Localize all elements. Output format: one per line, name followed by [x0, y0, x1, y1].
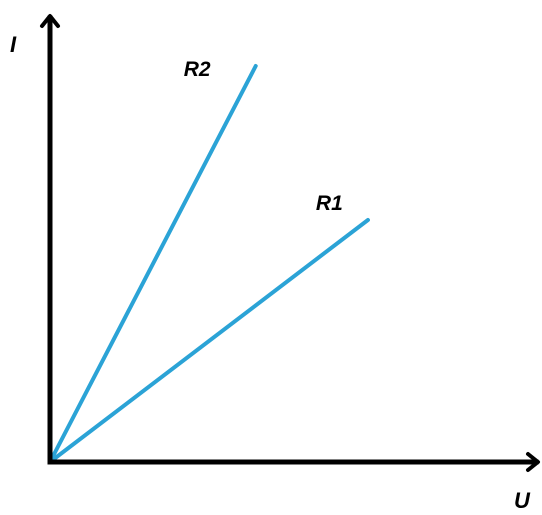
series-line-r2: [48, 64, 258, 464]
series-label-r1: R1: [316, 192, 343, 215]
x-axis-title: U: [514, 488, 531, 513]
series-layer: [48, 64, 370, 464]
series-label-r2: R2: [184, 58, 211, 81]
x-axis-arrowhead: [526, 452, 540, 472]
label-layer: R1 R2: [184, 58, 343, 215]
y-axis-arrowhead: [40, 14, 60, 28]
series-line-r1: [48, 218, 370, 464]
y-axis-title: I: [10, 32, 17, 57]
